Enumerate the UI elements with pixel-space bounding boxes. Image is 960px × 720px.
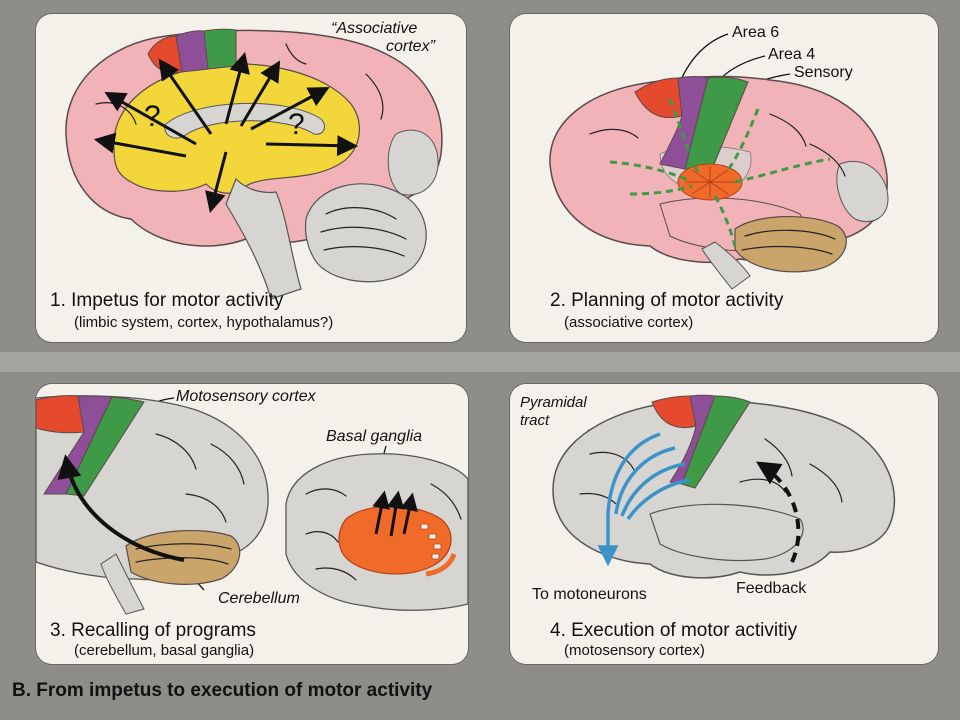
planning-caption: 2. Planning of motor activity [550, 290, 784, 311]
cerebellum-label: Cerebellum [218, 590, 300, 607]
panel-execution: Pyramidal tract To motoneurons Feedback … [510, 384, 938, 664]
green-area [65, 396, 145, 497]
panel-recalling: Motosensory cortex Basal ganglia Cerebel… [36, 384, 468, 664]
recall-arrow [57, 454, 185, 562]
panel-planning: Area 6 Area 4 Sensory 2. Planning of mot… [510, 14, 938, 342]
red-area [36, 395, 85, 434]
associative-cortex-label-1: “Associative [331, 20, 418, 37]
area6-label: Area 6 [732, 24, 780, 41]
figure-title: B. From impetus to execution of motor ac… [12, 680, 433, 701]
pyramidal-label-2: tract [520, 412, 550, 429]
brainstem [225, 177, 302, 300]
motoneurons-label: To motoneurons [532, 586, 647, 603]
green-area [203, 28, 237, 70]
recalling-subcaption: (cerebellum, basal ganglia) [74, 642, 255, 659]
green-area [681, 395, 751, 489]
execution-subcaption: (motosensory cortex) [564, 642, 705, 659]
green-area [684, 76, 749, 175]
impetus-caption: 1. Impetus for motor activity [50, 290, 284, 311]
motosensory-label: Motosensory cortex [176, 388, 316, 405]
planning-subcaption: (associative cortex) [564, 314, 694, 331]
question-mark-right: ? [288, 108, 305, 141]
area4-label: Area 4 [768, 46, 816, 63]
purple-area [175, 30, 209, 73]
basal-arrows [372, 490, 418, 537]
recalling-brain-diagram [36, 395, 468, 615]
recalling-caption: 3. Recalling of programs [50, 620, 256, 641]
cerebellum [734, 215, 847, 273]
associative-cortex-label-2: cortex” [386, 38, 435, 55]
impetus-arrows [93, 51, 359, 214]
feedback-arrow [755, 461, 801, 563]
question-mark-left: ? [144, 100, 161, 133]
cerebellum [304, 183, 427, 283]
panel-impetus: ? ? “Associative cortex” 1. Impetus for … [36, 14, 466, 342]
sensory-label: Sensory [794, 64, 853, 81]
pyramidal-tract [597, 432, 691, 567]
panel-divider [0, 352, 960, 372]
basal-ganglia-label: Basal ganglia [326, 428, 423, 445]
planning-brain-diagram [549, 33, 889, 290]
impetus-brain-diagram [65, 28, 443, 300]
impetus-subcaption: (limbic system, cortex, hypothalamus?) [74, 314, 334, 331]
association-pathways [609, 93, 831, 247]
feedback-label: Feedback [736, 580, 807, 597]
execution-brain-diagram [552, 394, 896, 579]
pyramidal-label-1: Pyramidal [520, 394, 587, 411]
execution-caption: 4. Execution of motor activitiy [550, 620, 798, 641]
